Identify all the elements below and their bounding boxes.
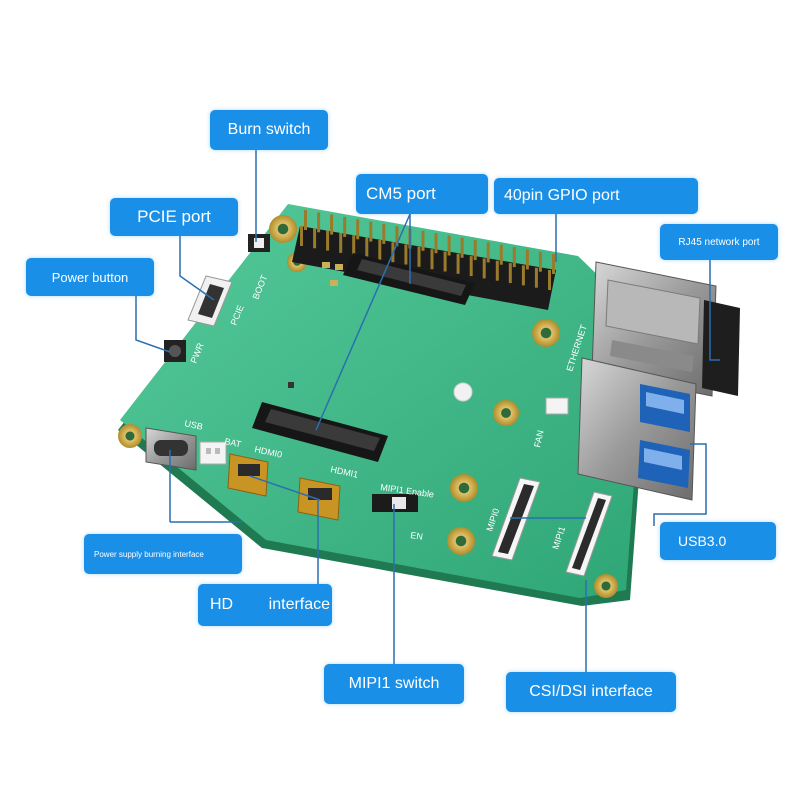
gpio-pin — [352, 235, 356, 256]
burn-switch-part — [248, 234, 270, 252]
gpio-pin — [421, 230, 425, 251]
gpio-pin — [469, 256, 473, 277]
gpio-pin — [473, 240, 477, 261]
gpio-pin — [443, 251, 447, 272]
fan-connector — [545, 397, 569, 415]
mipi0-connector — [491, 477, 541, 561]
gpio-pin — [313, 228, 317, 249]
usb3-ports — [577, 357, 697, 501]
leader-rj45 — [709, 260, 720, 361]
leader-pcie — [179, 236, 215, 301]
gpio-pin — [417, 246, 421, 267]
gpio-pin — [499, 244, 503, 265]
mounting-holes — [118, 215, 618, 598]
silk-en: EN — [410, 530, 424, 542]
label-usb3-text: USB3.0 — [678, 533, 727, 549]
gpio-pin — [525, 249, 529, 270]
usb-c-port — [145, 427, 197, 471]
power-button-part — [164, 340, 186, 362]
silk-bat: BAT — [224, 436, 243, 449]
label-mipi1-switch: MIPI1 switch — [324, 664, 464, 704]
label-mipi1-switch-text: MIPI1 switch — [348, 675, 440, 692]
cm5-connector-top — [343, 253, 475, 305]
label-hdmi-interface-text: HD interface — [210, 596, 331, 613]
gpio-pin — [404, 244, 408, 265]
gpio-pin — [343, 216, 347, 237]
gpio-pin — [548, 270, 551, 290]
gpio-pin — [534, 267, 538, 288]
rj45-jack — [591, 261, 740, 397]
label-usb3: USB3.0 — [660, 522, 776, 560]
label-csi-dsi-interface-text: CSI/DSI interface — [529, 683, 653, 700]
leader-hdmi — [249, 475, 321, 501]
label-csi-dsi-interface: CSI/DSI interface — [506, 672, 676, 712]
gpio-pin — [356, 219, 360, 240]
label-pcie-port: PCIE port — [110, 198, 238, 236]
silk-fan: FAN — [532, 429, 545, 448]
gpio-pin — [382, 223, 386, 244]
hdmi0-port — [227, 453, 269, 497]
label-power-supply-burning: Power supply burning interface — [84, 534, 242, 574]
label-power-button-text: Power button — [51, 269, 129, 285]
gpio-pin — [365, 237, 369, 258]
gpio-pin — [330, 214, 334, 235]
mipi1-enable-switch — [372, 494, 418, 512]
gpio-pin — [317, 212, 321, 233]
label-power-button: Power button — [26, 258, 154, 296]
label-burn-switch-text: Burn switch — [227, 121, 311, 138]
gpio-pin — [508, 263, 512, 284]
gpio-pin — [482, 258, 486, 279]
label-rj45-port: RJ45 network port — [660, 224, 778, 260]
gpio-pin — [521, 265, 525, 286]
silk-usb: USB — [184, 418, 204, 432]
label-burn-switch: Burn switch — [210, 110, 328, 150]
gpio-header — [292, 210, 556, 310]
board-pads — [288, 262, 343, 388]
leader-power-button — [135, 296, 171, 353]
leader-lines — [135, 150, 720, 672]
label-power-supply-burning-text: Power supply burning interface — [94, 549, 204, 559]
gpio-pin — [300, 226, 303, 246]
pcie-connector-part — [187, 275, 233, 327]
label-hdmi-interface: HD interface — [198, 584, 332, 626]
label-pcie-port-text: PCIE port — [137, 207, 211, 226]
gpio-pin — [369, 221, 373, 242]
label-gpio-port: 40pin GPIO port — [494, 178, 698, 214]
gpio-pin — [447, 235, 451, 256]
label-cm5-port: CM5 port — [356, 174, 488, 214]
gpio-pin — [456, 253, 460, 274]
gpio-pin — [339, 232, 343, 253]
gpio-pin — [378, 239, 382, 260]
gpio-pin — [434, 233, 438, 254]
gpio-pin — [430, 249, 434, 270]
cm5-connector-bottom — [252, 402, 388, 462]
label-cm5-port-text: CM5 port — [366, 184, 436, 203]
gpio-pin — [495, 260, 499, 281]
bat-connector — [199, 441, 227, 465]
gpio-pin — [538, 251, 542, 272]
gpio-pin — [486, 242, 490, 263]
gpio-pin — [512, 247, 516, 268]
mipi1-connector — [565, 491, 613, 577]
label-rj45-port-text: RJ45 network port — [678, 236, 760, 248]
gpio-pin — [460, 237, 464, 258]
gpio-pin — [326, 230, 330, 251]
gpio-pin — [395, 226, 399, 247]
gpio-pin — [304, 210, 307, 230]
leader-usb3 — [653, 443, 707, 526]
label-gpio-port-text: 40pin GPIO port — [504, 187, 620, 204]
gpio-pin — [552, 254, 555, 274]
leader-cm5-bottom — [315, 213, 411, 431]
